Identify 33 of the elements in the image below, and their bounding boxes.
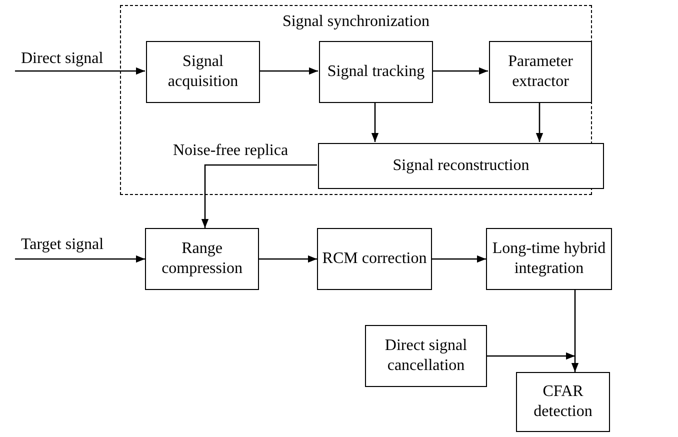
arrow bbox=[201, 164, 317, 228]
arrow bbox=[487, 352, 575, 360]
process-box bbox=[318, 143, 604, 189]
process-box bbox=[365, 325, 487, 387]
edge-label: Target signal bbox=[20, 236, 105, 254]
process-box bbox=[319, 41, 433, 103]
arrow bbox=[571, 290, 579, 372]
arrow bbox=[259, 67, 318, 75]
box-label: Signal tracking bbox=[327, 62, 425, 82]
box-label: CFAR detection bbox=[532, 382, 594, 422]
box-label: Direct signal cancellation bbox=[384, 336, 468, 376]
box-label: Signal acquisition bbox=[166, 52, 240, 92]
arrow bbox=[15, 67, 145, 75]
arrow bbox=[371, 102, 379, 142]
box-label: RCM correction bbox=[322, 249, 427, 269]
process-box bbox=[516, 372, 610, 432]
process-box bbox=[146, 41, 260, 103]
arrow bbox=[536, 102, 544, 142]
box-label: Signal reconstruction bbox=[392, 156, 530, 176]
process-box bbox=[486, 228, 612, 290]
arrow bbox=[15, 255, 145, 263]
edge-label: Direct signal bbox=[20, 50, 104, 68]
arrow bbox=[432, 255, 486, 263]
box-label: Long-time hybrid integration bbox=[491, 239, 607, 279]
arrow bbox=[432, 67, 488, 75]
process-box bbox=[317, 228, 432, 290]
box-label: Range compression bbox=[160, 239, 244, 279]
group-title: Signal synchronization bbox=[281, 12, 431, 32]
process-box bbox=[145, 228, 259, 290]
box-label: Parameter extractor bbox=[507, 52, 574, 92]
process-box bbox=[489, 41, 592, 103]
arrow bbox=[259, 255, 317, 263]
edge-label: Noise-free replica bbox=[172, 142, 290, 160]
